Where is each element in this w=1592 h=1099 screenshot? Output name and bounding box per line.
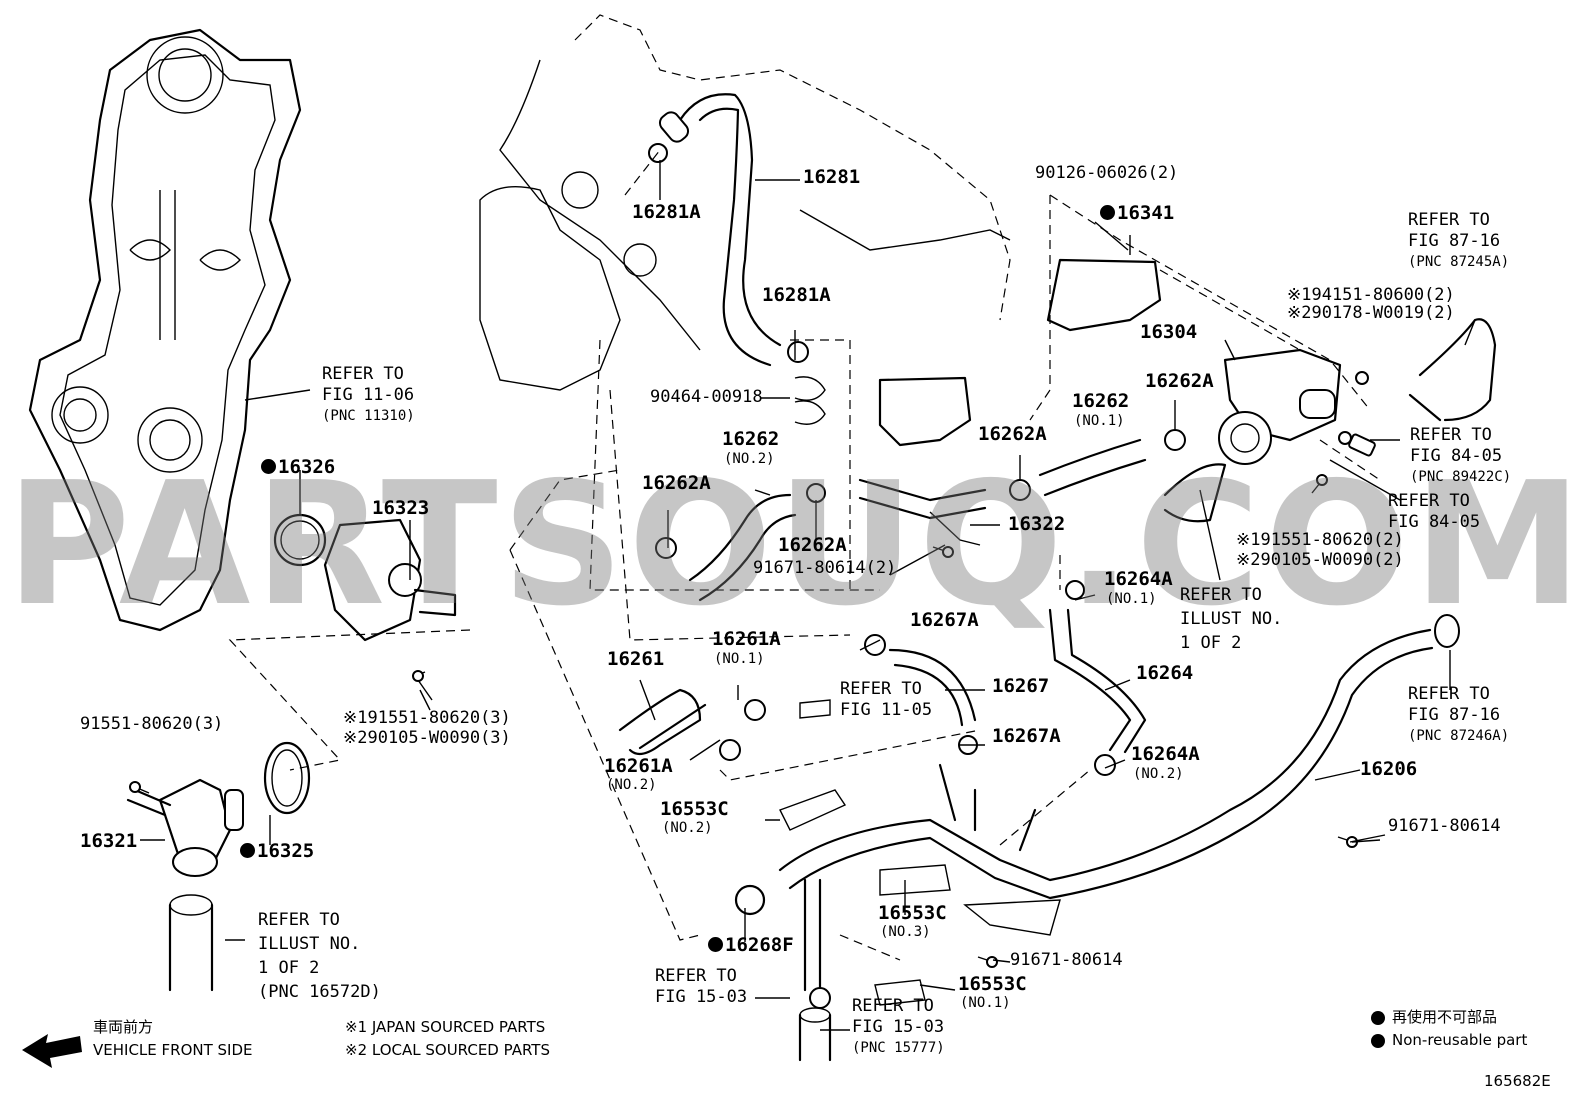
- hose-16261: [618, 688, 707, 756]
- legend-front-jp: 車両前方: [93, 1018, 154, 1036]
- label-16262A-1: 16262A: [642, 472, 711, 494]
- label-16267: 16267: [992, 675, 1050, 697]
- label-16553C-1: 16553C: [958, 973, 1027, 995]
- label-16267A-2: 16267A: [992, 725, 1061, 747]
- label-16261A-2-sub: (NO.2): [606, 777, 657, 793]
- label-16326: 16326: [261, 458, 335, 477]
- label-16264A-1: 16264A: [1104, 568, 1173, 590]
- gasket-16341: [1046, 258, 1162, 332]
- diagram-id: 165682E: [1484, 1072, 1551, 1090]
- label-290178: ※290178-W0019(2): [1287, 303, 1455, 323]
- legend-nonreuse-en: Non-reusable part: [1392, 1031, 1528, 1049]
- label-16553C-2-sub: (NO.2): [662, 820, 713, 836]
- hose-right-mid: [1163, 463, 1227, 523]
- watermark: PARTSOUQ.COM: [5, 446, 1587, 644]
- pipe-16322: [858, 478, 987, 520]
- label-16262A-2: 16262A: [778, 534, 847, 556]
- hose-16262-no1: [1038, 438, 1147, 497]
- label-16553C-1-sub: (NO.1): [960, 995, 1011, 1011]
- label-16261: 16261: [607, 648, 665, 670]
- label-16281: 16281: [803, 166, 861, 188]
- legend-dot-1-icon: [1371, 1011, 1385, 1025]
- label-90464: 90464-00918: [650, 387, 763, 407]
- label-91671-2: 91671-80614(2): [753, 558, 897, 578]
- hose-16281: [678, 93, 782, 367]
- legend-note-2: ※2 LOCAL SOURCED PARTS: [345, 1041, 550, 1059]
- engine-block-drawing: [479, 14, 1011, 391]
- label-16262-no1-sub: (NO.1): [1074, 413, 1125, 429]
- label-16262-no2-sub: (NO.2): [724, 451, 775, 467]
- gasket-plate: [878, 376, 972, 447]
- label-91551-3: 91551-80620(3): [80, 714, 224, 734]
- label-16553C-3: 16553C: [878, 902, 947, 924]
- label-16281A-2: 16281A: [762, 284, 831, 306]
- label-16553C-3-sub: (NO.3): [880, 924, 931, 940]
- hose-upper-right: [1408, 318, 1497, 422]
- label-16262-no1: 16262: [1072, 390, 1130, 412]
- label-16262A-4: 16262A: [1145, 370, 1214, 392]
- label-194151: ※194151-80600(2): [1287, 285, 1455, 305]
- hose-16267: [888, 648, 977, 727]
- label-16206: 16206: [1360, 758, 1418, 780]
- label-16323: 16323: [372, 497, 430, 519]
- label-16264: 16264: [1136, 662, 1194, 684]
- label-16261A-1-sub: (NO.1): [714, 651, 765, 667]
- hose-16262-no2: [688, 493, 797, 602]
- label-16281A-1: 16281A: [632, 201, 701, 223]
- label-16262A-3: 16262A: [978, 423, 1047, 445]
- label-290105-3: ※290105-W0090(3): [343, 728, 511, 748]
- legend-note-1: ※1 JAPAN SOURCED PARTS: [345, 1018, 546, 1036]
- pipe-16206: [778, 628, 1434, 900]
- label-191551-3: ※191551-80620(3): [343, 708, 511, 728]
- inlet-16321: [126, 778, 244, 877]
- hose-16264: [1048, 608, 1147, 754]
- housing-16304: [1218, 348, 1376, 465]
- timing-cover-drawing: [28, 28, 302, 632]
- clips: [648, 143, 1186, 1009]
- legend-nonreuse-jp: 再使用不可部品: [1392, 1008, 1498, 1026]
- label-91671-b: 91671-80614: [1010, 950, 1123, 970]
- label-16325: 16325: [240, 842, 314, 861]
- non-reusable-dot-icon: [1100, 205, 1115, 220]
- label-16264A-2-sub: (NO.2): [1133, 766, 1184, 782]
- label-16341: 16341: [1100, 204, 1174, 223]
- label-16321: 16321: [80, 830, 138, 852]
- label-16304: 16304: [1140, 321, 1198, 343]
- dashed-leaders: [228, 149, 1381, 961]
- label-91671-a: 91671-80614: [1388, 816, 1501, 836]
- label-16264A-1-sub: (NO.1): [1106, 591, 1157, 607]
- non-reusable-dot-icon: [261, 459, 276, 474]
- label-16264A-2: 16264A: [1131, 743, 1200, 765]
- label-16268F: 16268F: [708, 936, 794, 955]
- housing-16323: [323, 518, 457, 642]
- non-reusable-dot-icon: [708, 937, 723, 952]
- label-16553C-2: 16553C: [660, 798, 729, 820]
- label-16262-no2: 16262: [722, 428, 780, 450]
- label-16261A-2: 16261A: [604, 755, 673, 777]
- legend-front-en: VEHICLE FRONT SIDE: [93, 1041, 253, 1059]
- label-16261A-1: 16261A: [712, 628, 781, 650]
- gasket-16325: [263, 741, 311, 815]
- label-90126: 90126-06026(2): [1035, 163, 1179, 183]
- gasket-16268F: [734, 884, 766, 916]
- non-reusable-dot-icon: [240, 843, 255, 858]
- label-290105-2: ※290105-W0090(2): [1236, 550, 1404, 570]
- vehicle-front-arrow-icon: [22, 1034, 82, 1068]
- label-191551-2: ※191551-80620(2): [1236, 530, 1404, 550]
- legend-dot-2-icon: [1371, 1034, 1385, 1048]
- label-16322: 16322: [1008, 513, 1066, 535]
- leader-lines: [140, 160, 1476, 1031]
- label-16267A-1: 16267A: [910, 609, 979, 631]
